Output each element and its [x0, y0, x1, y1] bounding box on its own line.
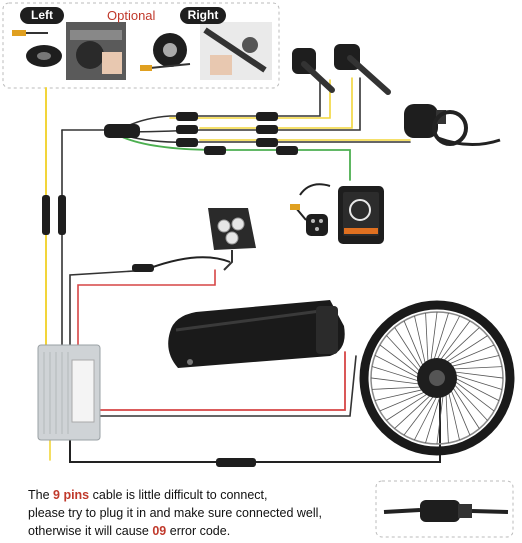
- connection-warning-caption: The 9 pins cable is little difficult to …: [28, 486, 373, 540]
- optional-pedal-assist-frame: [2, 2, 280, 89]
- caption-line-2: please try to plug it in and make sure c…: [28, 506, 322, 520]
- pins-highlight: 9 pins: [53, 488, 90, 502]
- pas-sensor-left: [12, 30, 62, 67]
- inline-connectors: [42, 112, 298, 467]
- wheel-spoke: [374, 389, 424, 401]
- wheel-spoke: [403, 320, 424, 367]
- left-label: Left: [20, 7, 64, 24]
- wheel-spoke: [403, 395, 435, 436]
- light-wire-black: [69, 269, 151, 346]
- lcd-display: [338, 186, 384, 244]
- wheel-spoke: [448, 344, 495, 365]
- wheel-spoke: [414, 315, 426, 365]
- wheel-spoke: [452, 366, 503, 370]
- wheel-spoke: [394, 394, 432, 429]
- wheel-spoke: [450, 389, 471, 436]
- brake-lever-right: [334, 44, 391, 95]
- connector-closeup-icon: [383, 500, 509, 522]
- cable-splitter: [104, 124, 140, 138]
- wheel-spoke: [436, 394, 444, 445]
- wheel-spoke: [379, 344, 420, 376]
- hub-motor-wheel: [359, 300, 515, 456]
- wheel-spoke: [454, 377, 500, 401]
- connector-closeup-frame: [375, 480, 514, 538]
- battery-wire-red: [99, 351, 346, 411]
- wheel-spoke: [445, 335, 488, 363]
- pas-installed-left-photo: [66, 22, 126, 80]
- wheel-spoke: [386, 335, 421, 373]
- battery-wire-black: [99, 355, 357, 417]
- motor-controller: [37, 344, 101, 441]
- wheel-spoke: [442, 327, 480, 362]
- thumb-throttle: [404, 104, 501, 147]
- wheel-spoke: [370, 377, 421, 385]
- wheel-spoke: [454, 374, 503, 390]
- wheel-spoke: [445, 393, 449, 444]
- wheel-spoke: [430, 311, 438, 362]
- wheel-spoke: [379, 391, 426, 412]
- wheel-spoke: [436, 315, 460, 361]
- wheel-spoke: [425, 312, 429, 363]
- caption-line-3: otherwise it will cause 09 error code.: [28, 524, 231, 538]
- pas-sensor-right: [140, 33, 191, 71]
- brake-lever-left: [292, 48, 335, 93]
- wheel-spoke: [371, 366, 420, 382]
- headlight: [132, 208, 256, 272]
- wheel-spoke: [439, 320, 471, 361]
- wiring: [45, 77, 441, 463]
- caption-line-1: The 9 pins cable is little difficult to …: [28, 488, 268, 502]
- wheel-spoke: [425, 395, 441, 444]
- wheel-spoke: [394, 327, 422, 370]
- pas-installed-right-photo: [200, 22, 272, 80]
- wheel-spoke: [452, 386, 480, 429]
- wheel-spoke: [371, 386, 422, 390]
- downtube-battery: [168, 300, 345, 368]
- wheel-spoke: [386, 393, 429, 421]
- wheel-spoke: [453, 383, 488, 421]
- branch-1-yellow: [169, 79, 331, 119]
- light-wire-red: [77, 269, 216, 346]
- wheel-spoke: [454, 380, 495, 412]
- wheel-spoke: [453, 371, 504, 379]
- right-label: Right: [180, 7, 226, 24]
- wheel-spoke: [374, 355, 420, 379]
- branch-2-yellow: [199, 77, 353, 129]
- wheel-spoke: [450, 355, 500, 367]
- display-remote: [290, 183, 331, 236]
- wheel-spoke: [414, 395, 438, 441]
- wheel-spoke: [448, 391, 460, 441]
- error-code-highlight: 09: [152, 524, 167, 538]
- wheel-spoke: [433, 312, 449, 361]
- optional-label: Optional: [107, 8, 156, 23]
